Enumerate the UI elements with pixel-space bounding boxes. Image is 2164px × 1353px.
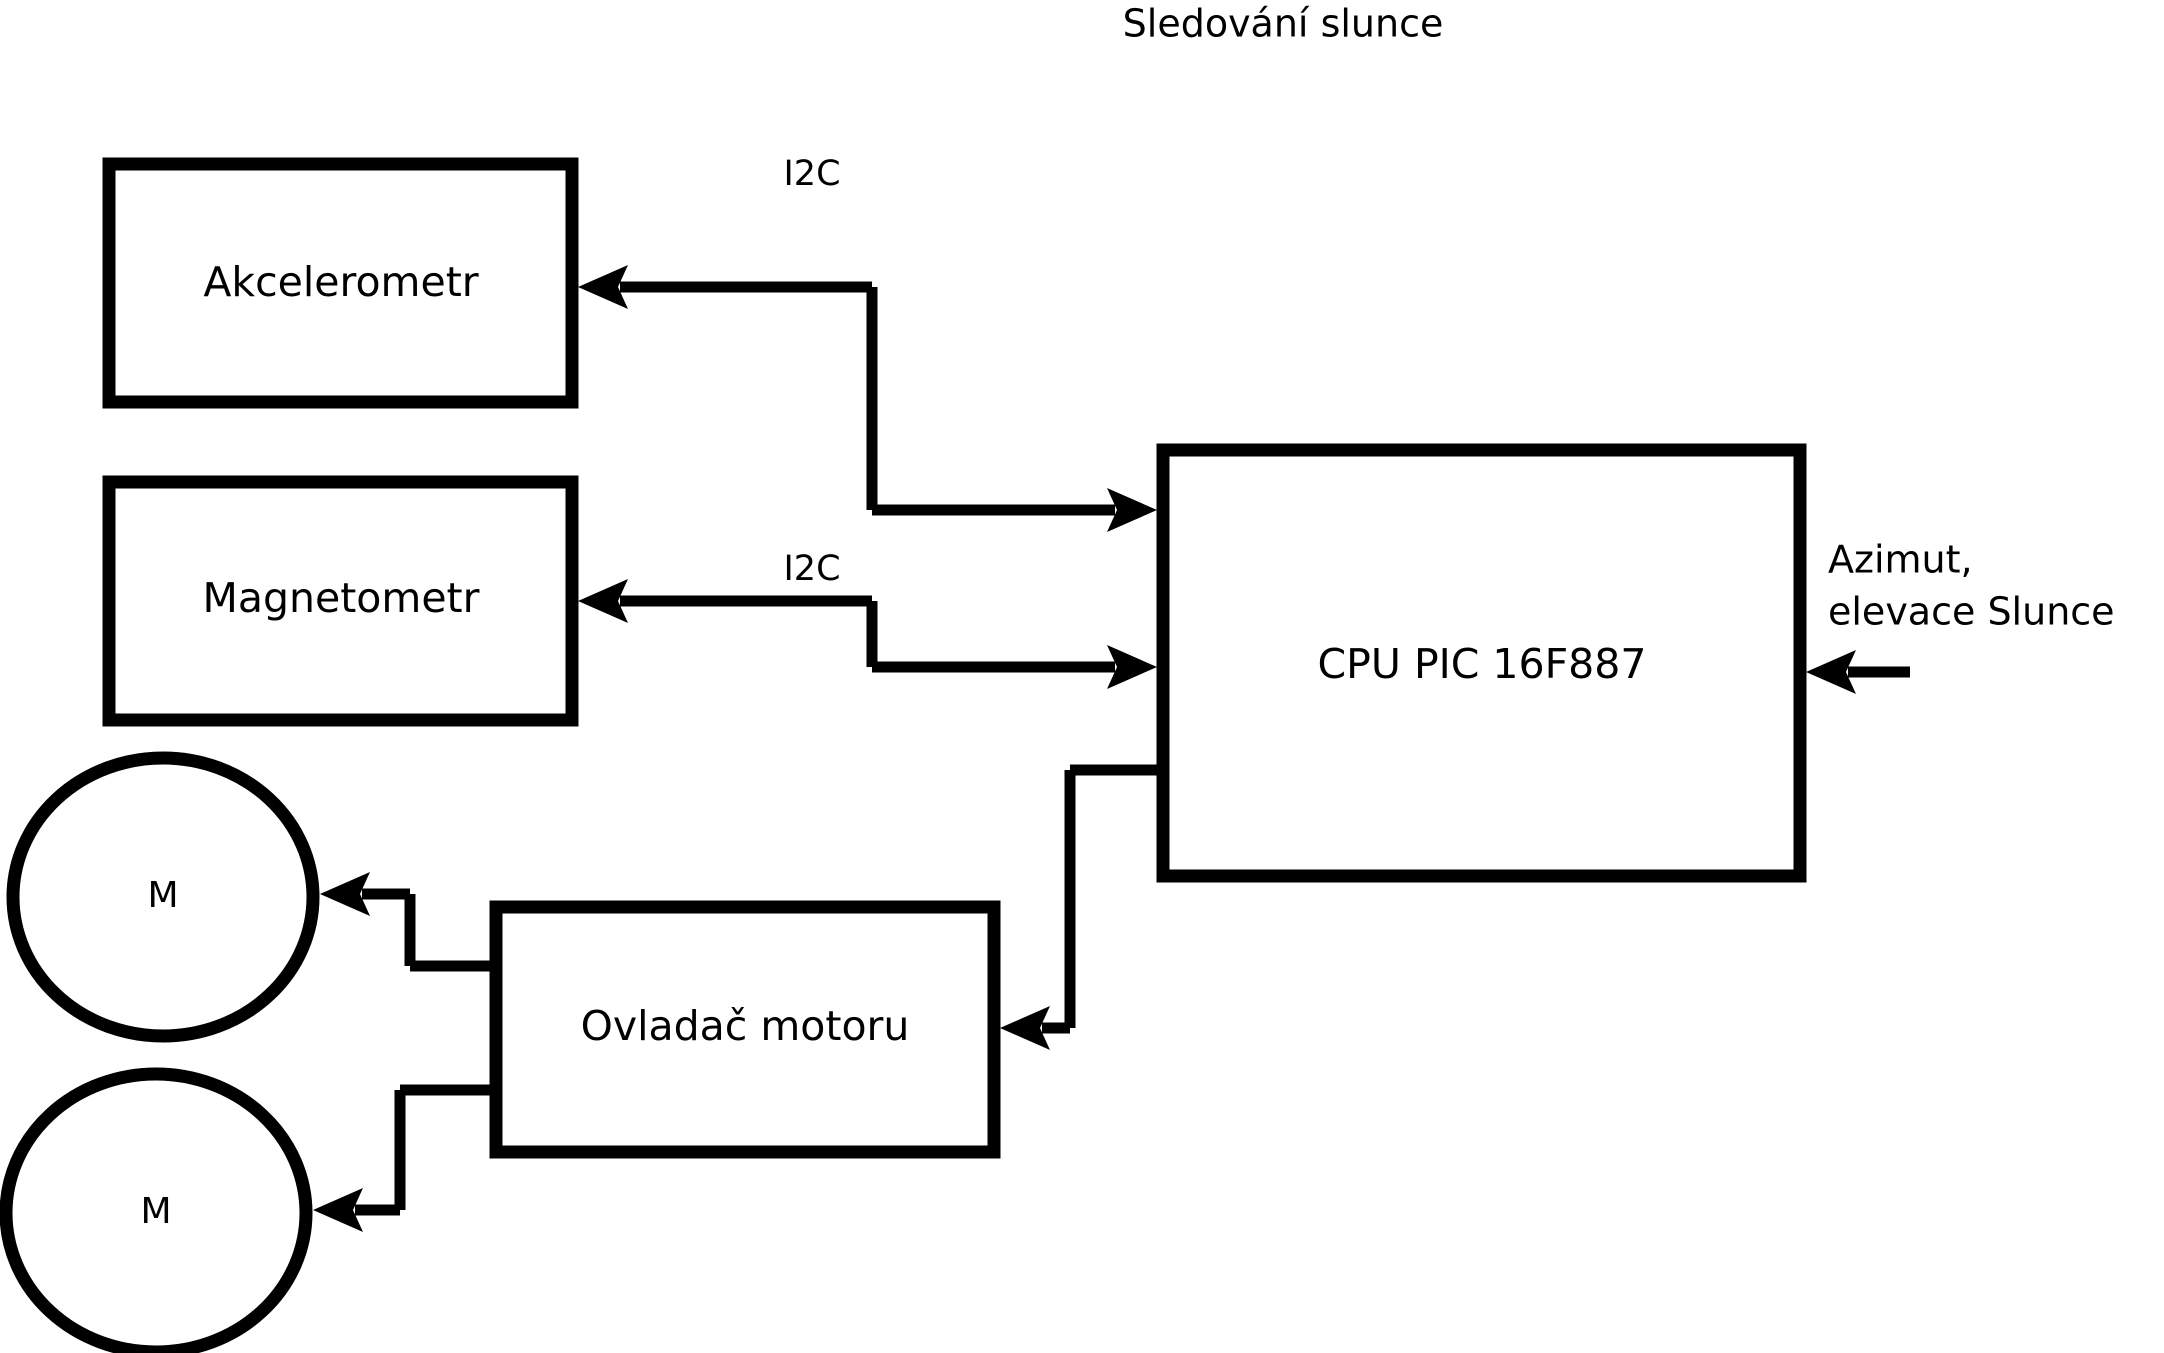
node-accelerometer[interactable]: Akcelerometr [102, 157, 579, 409]
node-magnetometer[interactable]: Magnetometr [102, 475, 579, 727]
node-motor-top[interactable]: M [6, 751, 320, 1043]
edge-sun-input-to-cpu [1806, 650, 1910, 694]
node-accelerometer-box[interactable] [102, 157, 579, 409]
annotation-sun-input-line2: elevace Slunce [1828, 590, 2115, 634]
edge-cpu-to-motor-driver [1000, 764, 1157, 1050]
node-motor-driver-box[interactable] [489, 900, 1001, 1159]
edge-driver-to-motor-bottom [313, 1084, 490, 1232]
arrowhead-right [1107, 488, 1157, 532]
edge-cpu-to-magnetometer: I2C [578, 549, 1157, 689]
node-magnetometer-label: Magnetometr [203, 574, 480, 622]
arrowhead-left [578, 265, 628, 309]
edge-cpu-to-accelerometer: I2C [578, 154, 1157, 532]
arrowhead-left [1806, 650, 1856, 694]
arrowhead-right [1107, 645, 1157, 689]
arrowhead-left [1000, 1006, 1050, 1050]
node-cpu[interactable]: CPU PIC 16F887 [1156, 443, 1807, 883]
node-motor-bottom-circle[interactable] [0, 1067, 313, 1353]
node-cpu-label: CPU PIC 16F887 [1318, 640, 1647, 688]
annotation-sun-input-line1: Azimut, [1828, 538, 1973, 582]
node-motor-top-label: M [147, 875, 178, 916]
node-accelerometer-label: Akcelerometr [203, 258, 478, 306]
node-cpu-box[interactable] [1156, 443, 1807, 883]
page-title: Sledování slunce [1123, 2, 1444, 46]
arrowhead-left [320, 872, 370, 916]
edge-label-i2c-accelerometer: I2C [783, 154, 840, 194]
node-motor-bottom[interactable]: M [0, 1067, 313, 1353]
node-magnetometer-box[interactable] [102, 475, 579, 727]
arrowhead-left [578, 579, 628, 623]
arrowhead-left [313, 1188, 363, 1232]
edge-label-i2c-magnetometer: I2C [783, 549, 840, 589]
edge-driver-to-motor-top [320, 872, 490, 972]
node-motor-driver-label: Ovladač motoru [581, 1002, 910, 1050]
node-motor-top-circle[interactable] [6, 751, 320, 1043]
annotation-sun-input: Azimut, elevace Slunce [1828, 538, 2115, 634]
node-motor-driver[interactable]: Ovladač motoru [489, 900, 1001, 1159]
node-motor-bottom-label: M [140, 1191, 171, 1232]
